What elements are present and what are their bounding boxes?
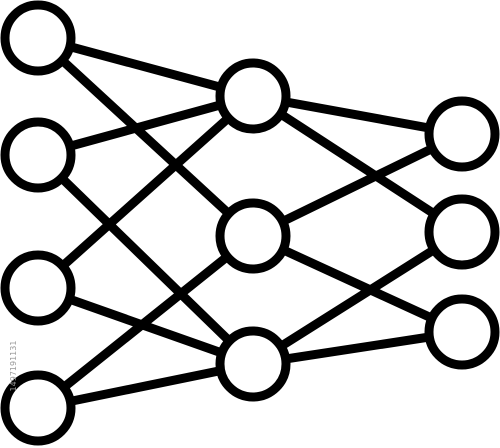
node-input-4 (0, 370, 76, 446)
node-hidden-1 (215, 58, 291, 134)
node-input-2 (0, 117, 76, 193)
edge-hidden-1-to-output-2 (248, 91, 467, 237)
node-output-3 (424, 294, 500, 370)
edge-input-1-to-hidden-2 (33, 33, 258, 241)
node-output-2 (424, 194, 500, 270)
edge-input-3-to-hidden-1 (33, 91, 258, 293)
node-input-1 (0, 0, 76, 76)
edge-hidden-2-to-output-1 (248, 129, 467, 241)
edge-input-2-to-hidden-3 (33, 150, 258, 369)
watermark-image-id: 1497191131 (9, 340, 18, 392)
edge-input-4-to-hidden-2 (33, 231, 258, 413)
edge-hidden-2-to-output-3 (248, 231, 467, 337)
node-hidden-2 (215, 198, 291, 274)
node-output-1 (424, 96, 500, 172)
node-input-3 (0, 250, 76, 326)
edge-hidden-3-to-output-2 (248, 227, 467, 369)
node-hidden-3 (215, 326, 291, 402)
